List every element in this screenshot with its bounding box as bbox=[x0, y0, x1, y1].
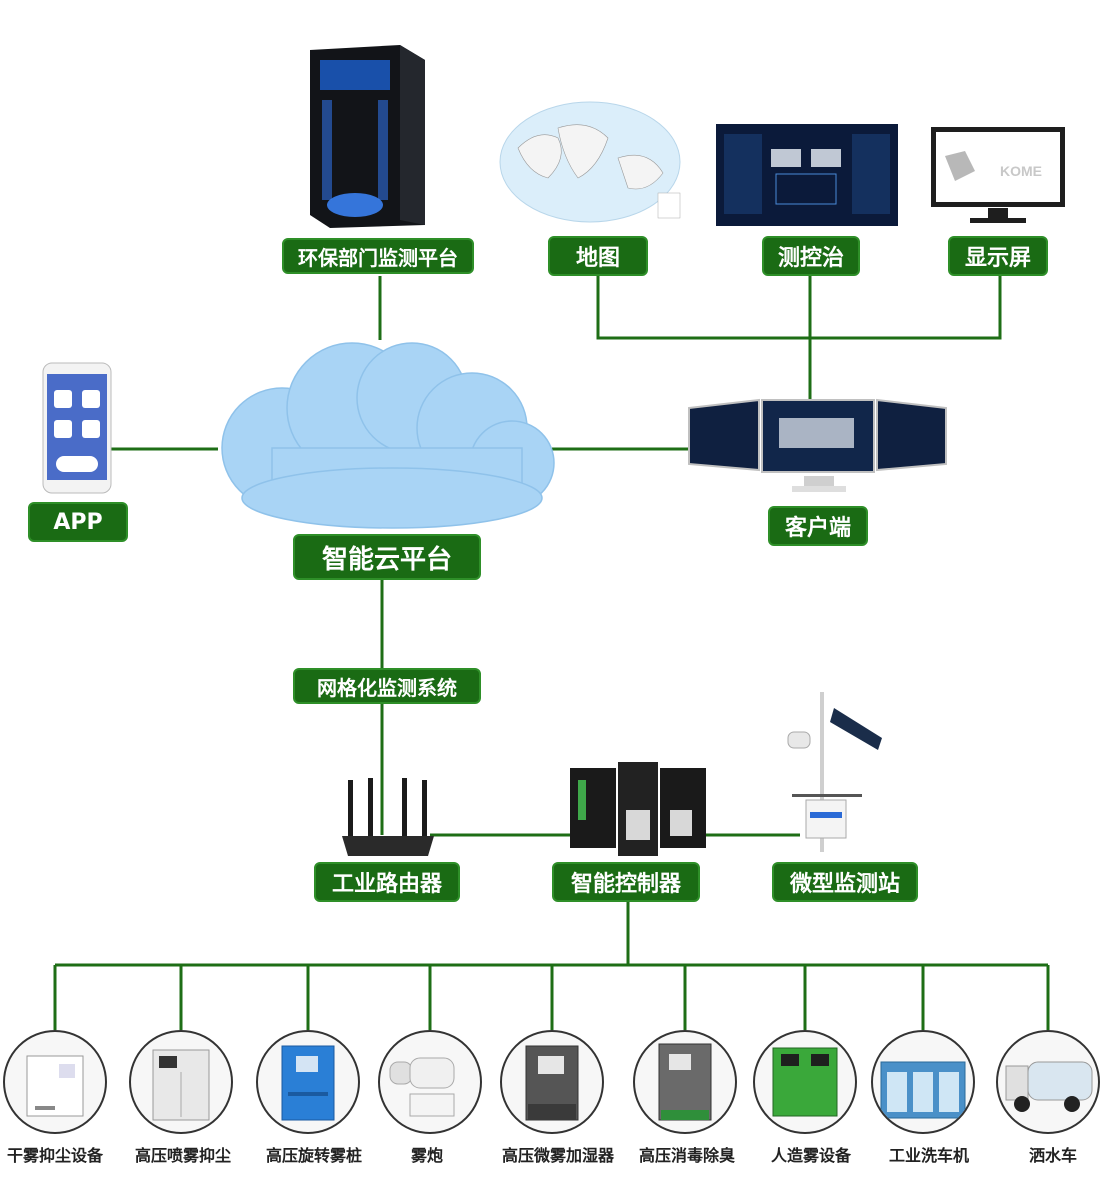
controller-image bbox=[568, 760, 708, 864]
label-control: 测控治 bbox=[762, 236, 860, 276]
line-top-bus bbox=[596, 276, 1002, 340]
device-name: 工业洗车机 bbox=[888, 1146, 969, 1165]
label-app: APP bbox=[28, 502, 128, 542]
device-industrial-car-wash[interactable] bbox=[871, 1030, 975, 1134]
label-station: 微型监测站 bbox=[772, 862, 918, 902]
device-name: 人造雾设备 bbox=[770, 1146, 851, 1165]
device-water-truck[interactable] bbox=[996, 1030, 1100, 1134]
label-map: 地图 bbox=[548, 236, 648, 276]
monitoring-station-image bbox=[782, 690, 892, 864]
tower-computer bbox=[300, 40, 430, 234]
router-image bbox=[338, 776, 438, 864]
label-cloud-platform: 智能云平台 bbox=[293, 534, 481, 580]
device-high-pressure-spray[interactable] bbox=[129, 1030, 233, 1134]
label-controller: 智能控制器 bbox=[552, 862, 700, 902]
device-rotating-fog-pile[interactable] bbox=[256, 1030, 360, 1134]
client-monitors-image bbox=[684, 398, 949, 502]
device-fog-cannon[interactable] bbox=[378, 1030, 482, 1134]
device-dry-fog[interactable] bbox=[3, 1030, 107, 1134]
label-grid-monitoring: 网格化监测系统 bbox=[293, 668, 481, 704]
world-map-image bbox=[498, 98, 688, 232]
device-name: 高压旋转雾桩 bbox=[265, 1146, 362, 1165]
label-client: 客户端 bbox=[768, 506, 868, 546]
label-display: 显示屏 bbox=[948, 236, 1048, 276]
phone-app-image bbox=[42, 362, 112, 498]
label-router: 工业路由器 bbox=[314, 862, 460, 902]
device-name: 高压微雾加湿器 bbox=[501, 1146, 614, 1165]
device-name: 洒水车 bbox=[1028, 1146, 1077, 1165]
device-micro-fog-humidifier[interactable] bbox=[500, 1030, 604, 1134]
label-env-platform: 环保部门监测平台 bbox=[282, 238, 474, 274]
device-name: 干雾抑尘设备 bbox=[6, 1146, 103, 1165]
device-disinfection-deodorize[interactable] bbox=[633, 1030, 737, 1134]
device-name: 高压消毒除臭 bbox=[638, 1146, 735, 1165]
cloud-image bbox=[212, 338, 562, 534]
device-name: 高压喷雾抑尘 bbox=[134, 1146, 231, 1165]
device-artificial-fog[interactable] bbox=[753, 1030, 857, 1134]
svg-text:KOME: KOME bbox=[1000, 163, 1042, 179]
display-monitor: KOME bbox=[930, 126, 1066, 230]
device-name: 雾炮 bbox=[410, 1146, 443, 1165]
control-dashboard-screen bbox=[716, 124, 898, 230]
